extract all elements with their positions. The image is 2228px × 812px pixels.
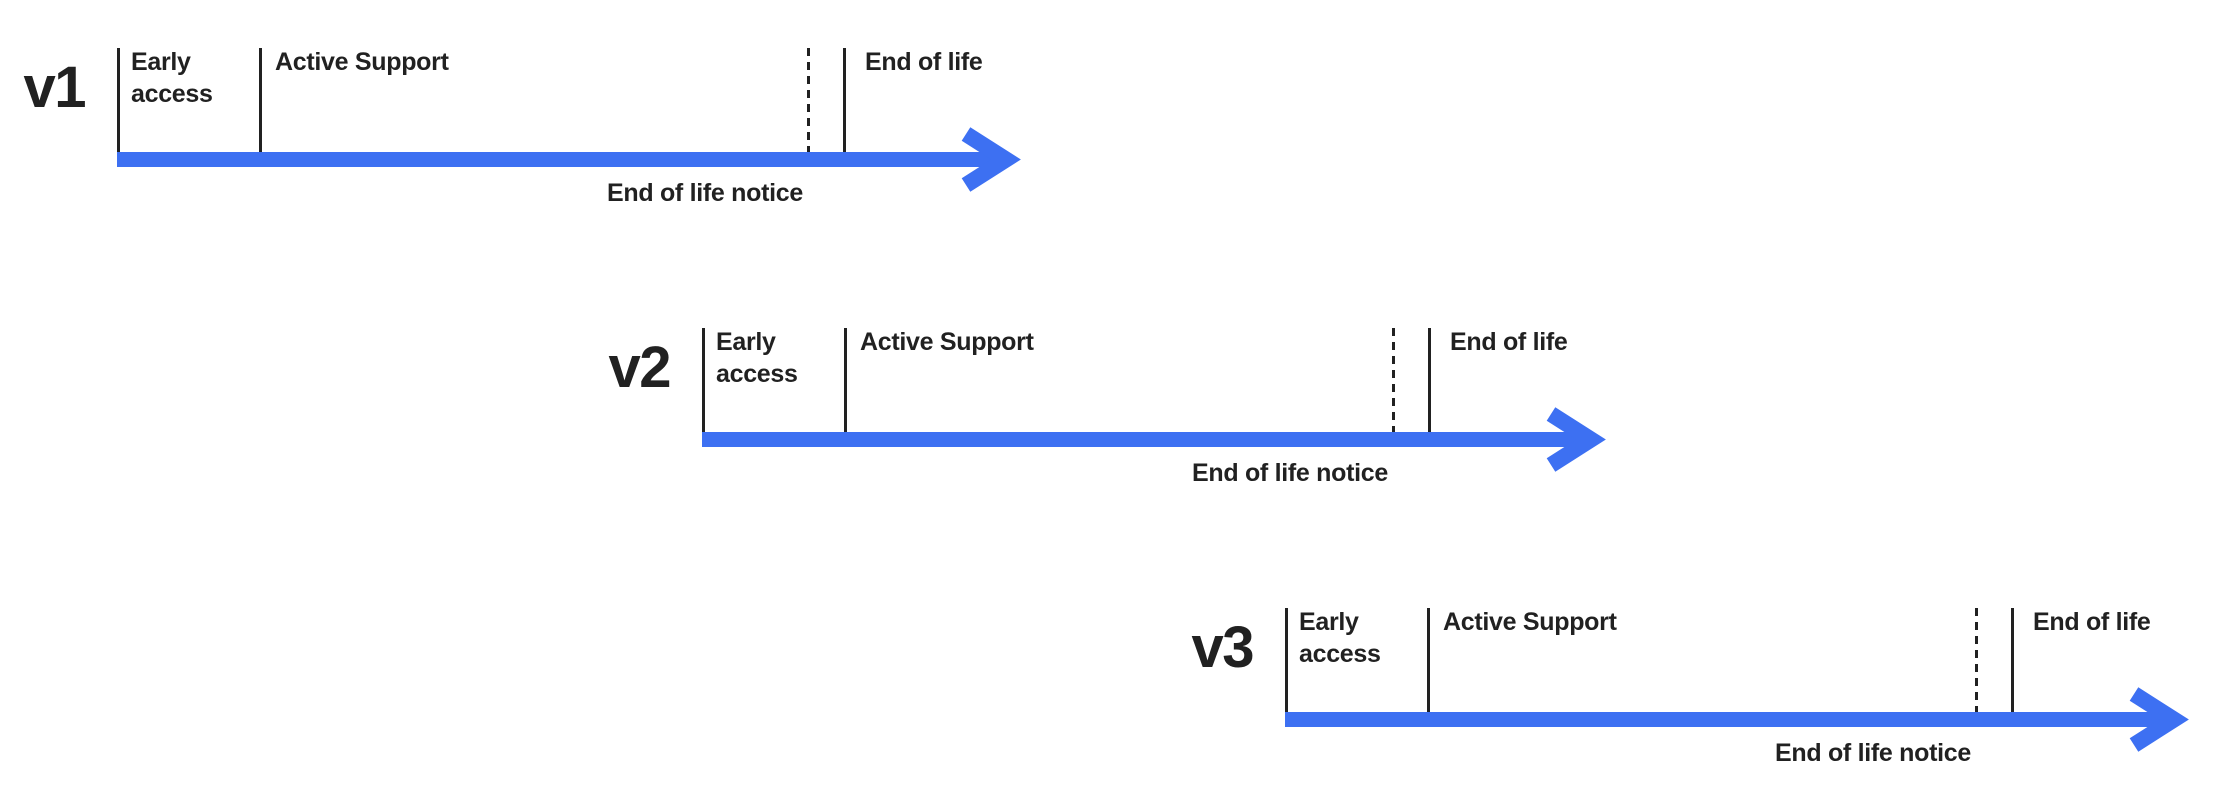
timeline-arrow-graphic <box>1285 608 2189 752</box>
timeline-row-v3: v3 Early access Active Support End of li… <box>1191 608 2228 808</box>
timeline-arrowhead-icon <box>961 127 1021 192</box>
active-support-label: Active Support <box>1443 608 1617 636</box>
early-access-label: Early access <box>1299 608 1381 668</box>
end-of-life-notice-label: End of life notice <box>607 179 803 207</box>
version-label: v1 <box>23 55 86 120</box>
early-access-label: Early access <box>716 328 798 388</box>
version-label: v3 <box>1191 615 1254 680</box>
early-access-label: Early access <box>131 48 213 108</box>
timeline-arrow-graphic <box>702 328 1606 472</box>
timeline-row-v1: v1 Early access Active Support End of li… <box>23 48 1237 248</box>
active-support-label: Active Support <box>275 48 449 76</box>
end-of-life-notice-label: End of life notice <box>1775 739 1971 767</box>
timeline-arrow-graphic <box>117 48 1021 192</box>
timeline-arrowhead-icon <box>2129 687 2189 752</box>
end-of-life-notice-label: End of life notice <box>1192 459 1388 487</box>
active-support-label: Active Support <box>860 328 1034 356</box>
version-label: v2 <box>608 335 671 400</box>
end-of-life-label: End of life <box>2033 608 2151 636</box>
timeline-arrowhead-icon <box>1546 407 1606 472</box>
end-of-life-label: End of life <box>865 48 983 76</box>
timeline-row-v2: v2 Early access Active Support End of li… <box>608 328 1822 528</box>
end-of-life-label: End of life <box>1450 328 1568 356</box>
